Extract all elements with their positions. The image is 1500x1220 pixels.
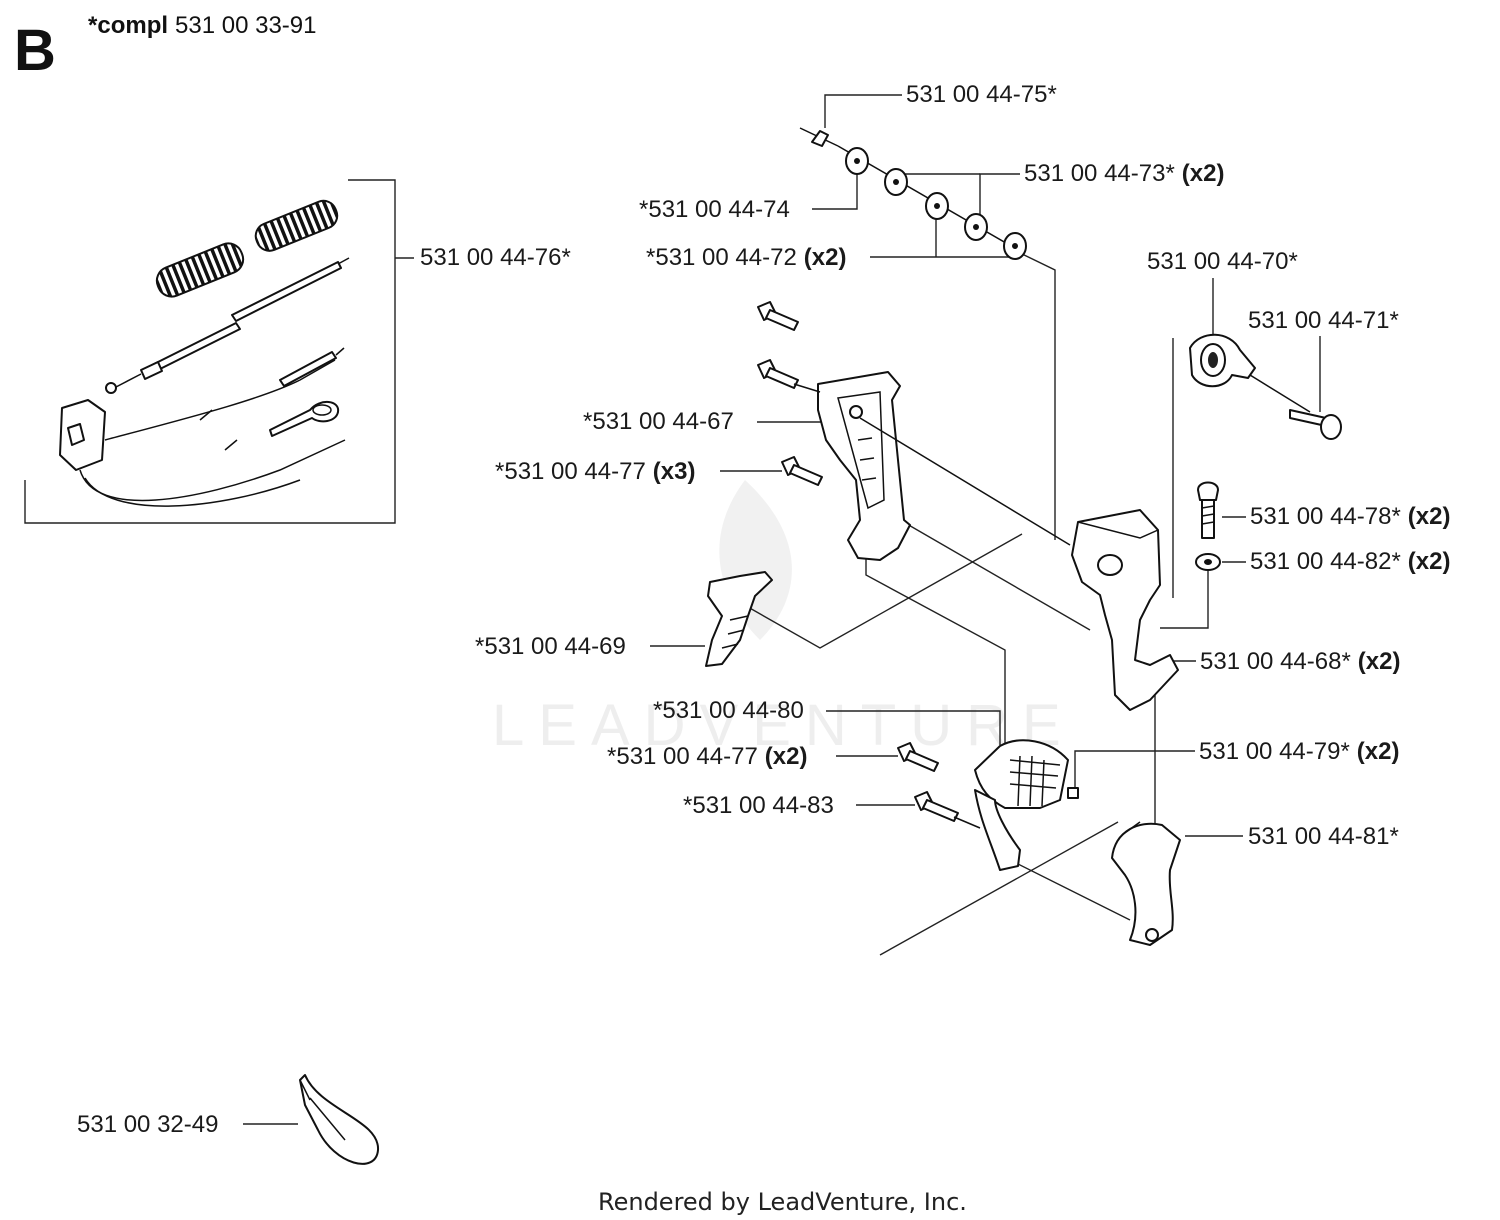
callout-p75: 531 00 44-75* (906, 81, 1057, 108)
handle-right-half-part (1071, 509, 1179, 711)
throttle-rod (859, 417, 1071, 546)
callout-p76: 531 00 44-76* (420, 244, 571, 271)
callout-p73: 531 00 44-73*(x2) (1024, 160, 1224, 187)
callout-p49: 531 00 32-49 (77, 1111, 218, 1138)
callout-p67: *531 00 44-67 (583, 408, 734, 435)
callout-p69: *531 00 44-69 (475, 633, 626, 660)
callout-p78: 531 00 44-78*(x2) (1250, 503, 1450, 530)
clip-part (799, 127, 839, 147)
screw-washer-parts (1195, 481, 1221, 571)
assembly-part-number: 531 00 33-91 (175, 12, 316, 39)
leader-lines (24, 94, 1321, 1125)
clamp-upper-part (974, 739, 1079, 871)
lock-knob-part (1189, 333, 1311, 413)
assembly-number: *compl 531 00 33-91 (88, 12, 316, 39)
screw-parts (757, 301, 981, 829)
callout-p72: *531 00 44-72(x2) (646, 244, 846, 271)
throttle-cable-kit-part (59, 199, 350, 507)
callout-p82: 531 00 44-82*(x2) (1250, 548, 1450, 575)
assembly-prefix: *compl (88, 12, 168, 39)
callout-p79: 531 00 44-79*(x2) (1199, 738, 1399, 765)
handle-left-half-part (817, 371, 911, 561)
callout-p77-x2: *531 00 44-77(x2) (607, 743, 807, 770)
spring-large (155, 199, 339, 298)
footer-credit: Rendered by LeadVenture, Inc. (598, 1188, 967, 1216)
callout-p70: 531 00 44-70* (1147, 248, 1298, 275)
callout-p77-x3: *531 00 44-77(x3) (495, 458, 695, 485)
watermark-text: LEADVENTURE (492, 693, 1075, 758)
callout-labels: 531 00 44-75* 531 00 44-73*(x2) *531 00 … (77, 81, 1450, 1138)
callout-p81: 531 00 44-81* (1248, 823, 1399, 850)
cable-tie-part (299, 1074, 380, 1165)
clamp-lower-part (1111, 821, 1181, 946)
throttle-trigger-part (705, 571, 773, 667)
callout-p71: 531 00 44-71* (1248, 307, 1399, 334)
callout-p83: *531 00 44-83 (683, 792, 834, 819)
callout-p80: *531 00 44-80 (653, 697, 804, 724)
callout-p68: 531 00 44-68*(x2) (1200, 648, 1400, 675)
pin-part (1289, 409, 1342, 440)
section-letter: B (14, 18, 56, 83)
callout-p74: *531 00 44-74 (639, 196, 790, 223)
washer-parts (837, 145, 1027, 260)
